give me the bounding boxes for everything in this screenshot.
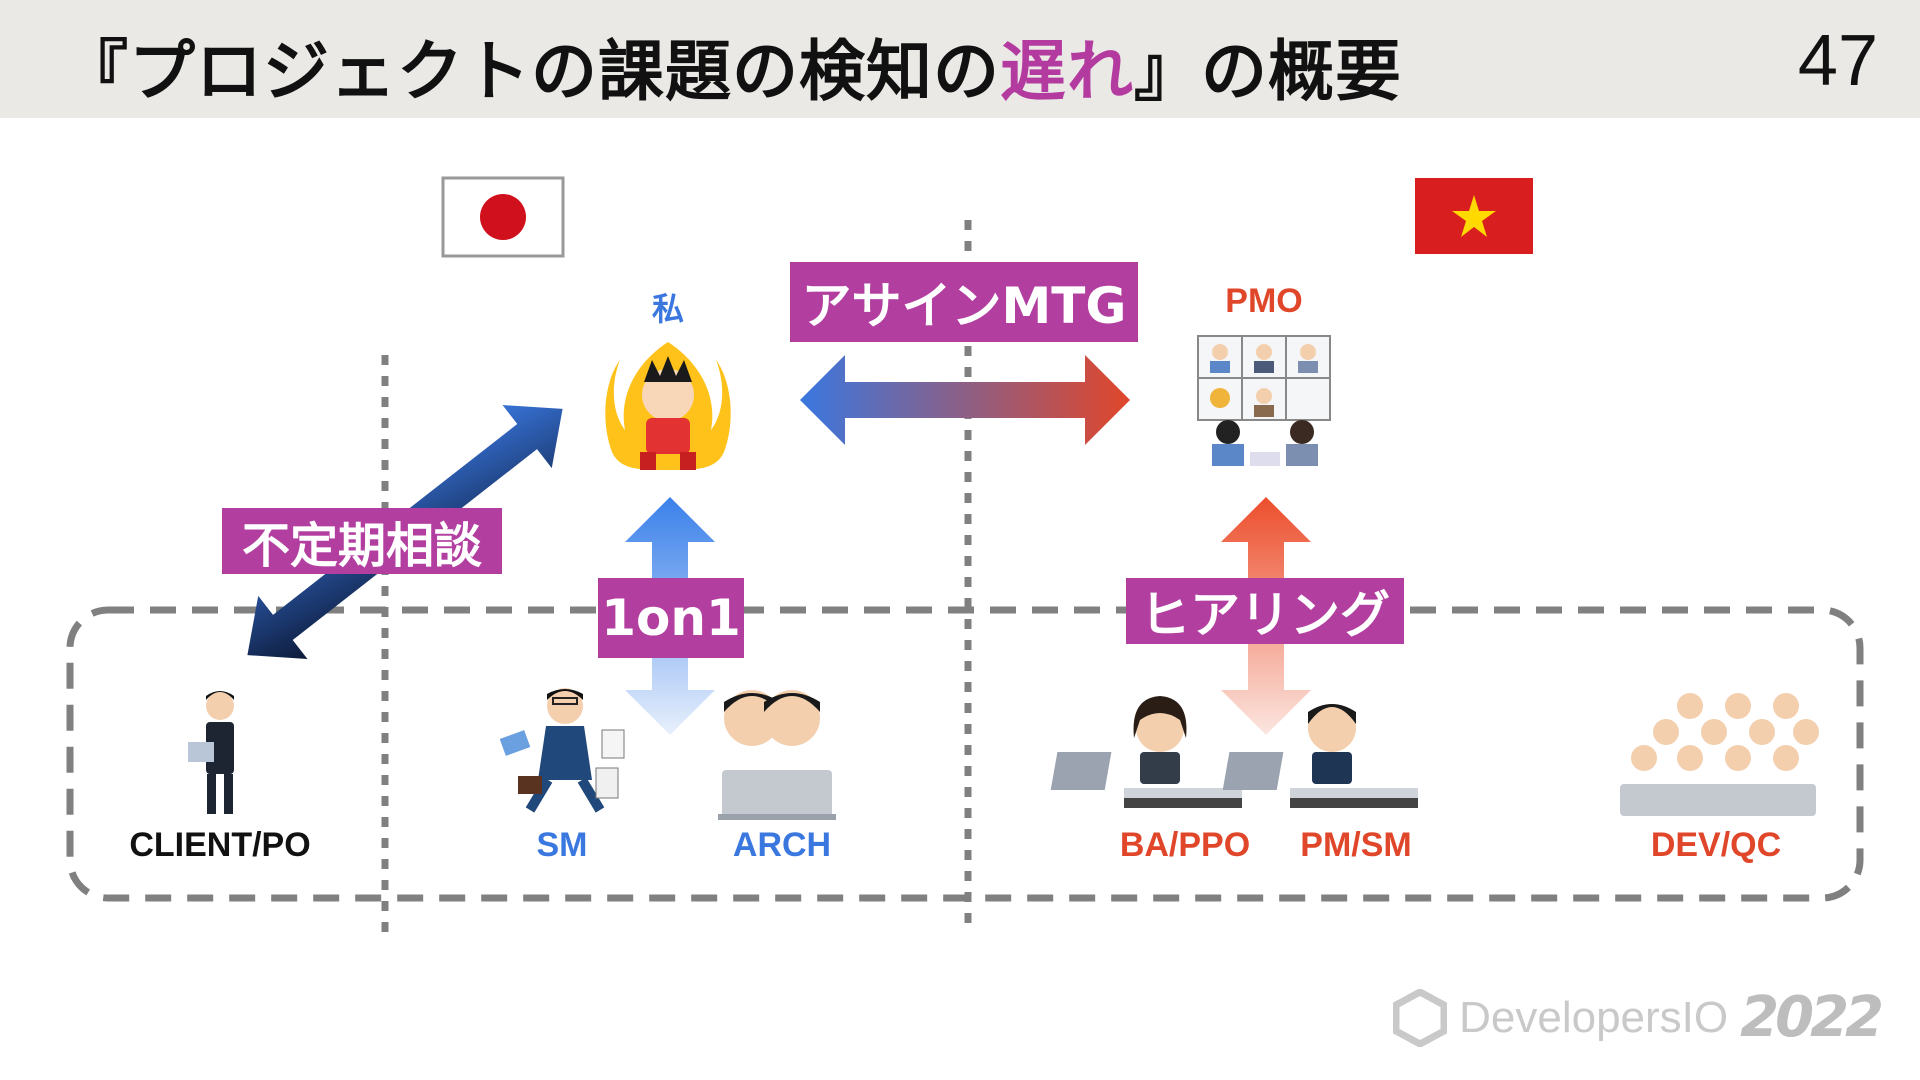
assign-mtg-tag: アサインMTG [790, 262, 1138, 342]
client-figure [188, 691, 234, 814]
logo-year: 2022 [1740, 985, 1884, 1050]
me-label: 私 [651, 291, 685, 327]
sm-figure [499, 688, 625, 813]
pm-figure [1222, 704, 1418, 808]
japan-flag [441, 176, 565, 258]
ba-label: BA/PPO [1119, 826, 1251, 864]
title-prefix: 『プロジェクトの課題の検知の [62, 33, 1000, 110]
irregular-consult-tag: 不定期相談 [222, 508, 502, 574]
ba-figure [1050, 696, 1242, 808]
header-bar [0, 0, 1920, 118]
title-highlight: 遅れ [1000, 33, 1134, 110]
sm-label: SM [536, 826, 588, 864]
logo-text: DevelopersIO [1459, 992, 1729, 1042]
pmo-figure [1197, 335, 1331, 466]
me-figure [605, 342, 731, 470]
page-title: 『プロジェクトの課題の検知の遅れ』の概要 [62, 18, 1402, 114]
dev-label: DEV/QC [1650, 826, 1782, 864]
hearing-tag: ヒアリング [1126, 578, 1404, 644]
developersio-logo: DevelopersIO 2022 [1393, 985, 1884, 1050]
hexagon-logo-icon [1393, 988, 1448, 1047]
vietnam-flag [1415, 178, 1533, 254]
arch-label: ARCH [732, 826, 832, 864]
client-label: CLIENT/PO [129, 826, 311, 864]
one-on-one-tag: 1on1 [598, 578, 744, 658]
assign-mtg-arrow [800, 355, 1130, 445]
arch-figure [718, 690, 836, 820]
pmo-label: PMO [1225, 282, 1303, 320]
dev-team-figure [1620, 693, 1819, 816]
pm-label: PM/SM [1300, 826, 1412, 864]
page-number: 47 [1797, 21, 1878, 101]
title-suffix: 』の概要 [1134, 33, 1402, 110]
team-dashed-box [66, 606, 1864, 902]
